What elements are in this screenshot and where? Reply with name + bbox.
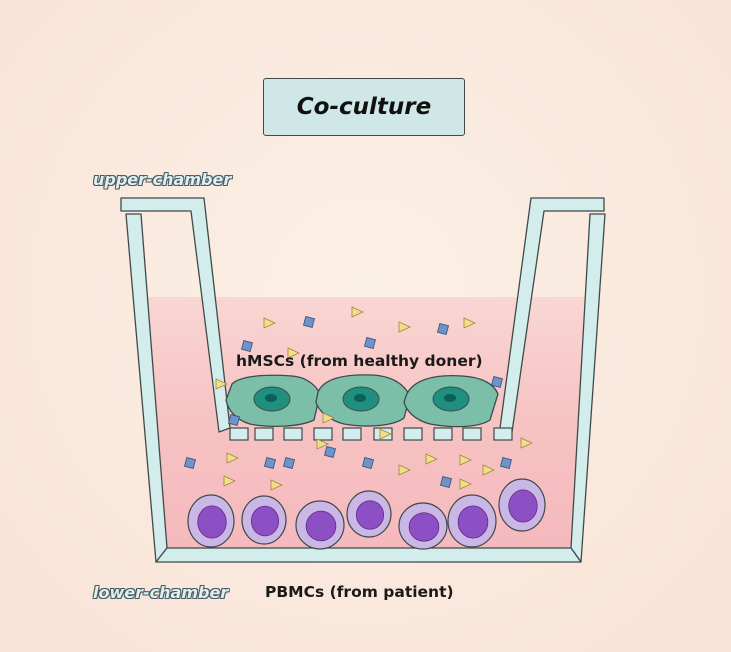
pbmc-caption: PBMCs (from patient) [265,583,454,601]
cytokine-triangle [263,317,276,329]
cytokine-triangle [459,478,472,490]
cytokine-triangle [379,428,392,440]
title-box: Co-culture [263,78,465,136]
porous-membrane [229,427,513,441]
cytokine-square [499,456,513,470]
cytokine-square [436,322,450,336]
membrane-segment [403,427,423,441]
cytokine-square [282,456,296,470]
pbmc-cells [187,478,546,550]
cytokine-triangle [482,464,495,476]
cytokine-square [240,339,254,353]
hmsc-cell [403,374,499,428]
cytokine-triangle [351,306,364,318]
insert-left-arm [120,197,231,433]
membrane-segment [493,427,513,441]
cytokine-triangle [215,378,228,390]
pbmc-cell [187,494,235,548]
cytokine-triangle [322,412,335,424]
outer-well-bottom [155,547,582,563]
membrane-segment [462,427,482,441]
cytokine-square [302,315,316,329]
cytokine-triangle [287,347,300,359]
membrane-segment [342,427,362,441]
cytokine-triangle [226,452,239,464]
cytokine-square [323,445,337,459]
membrane-segment [433,427,453,441]
cytokine-triangle [520,437,533,449]
cytokine-square [439,475,453,489]
cytokine-triangle [425,453,438,465]
cytokine-triangle [398,464,411,476]
hmsc-caption: hMSCs (from healthy doner) [236,352,483,370]
membrane-segment [254,427,274,441]
hmsc-cell [225,374,321,427]
cytokine-triangle [398,321,411,333]
cytokine-square [490,375,504,389]
cytokine-triangle [223,475,236,487]
membrane-segment [229,427,249,441]
pbmc-cell [398,502,448,550]
diagram-title: Co-culture [296,94,432,120]
cytokine-triangle [270,479,283,491]
pbmc-cell [346,490,392,538]
pbmc-cell [447,494,497,548]
cytokine-triangle [463,317,476,329]
upper-chamber-label: upper-chamber [93,170,232,189]
cytokine-triangle [316,438,329,450]
cytokine-triangle [459,454,472,466]
hmsc-cells [225,374,499,428]
cytokine-particles [183,306,533,491]
hmsc-cell [315,374,411,427]
membrane-segment [313,427,333,441]
pbmc-cell [295,500,345,550]
cytokine-square [363,336,377,350]
cytokine-square [183,456,197,470]
cytokine-square [361,456,375,470]
cytokine-square [263,456,277,470]
lower-chamber-label: lower-chamber [93,583,229,602]
pbmc-cell [241,495,287,545]
pbmc-cell [498,478,546,532]
membrane-segment [283,427,303,441]
cytokine-square [227,413,241,427]
